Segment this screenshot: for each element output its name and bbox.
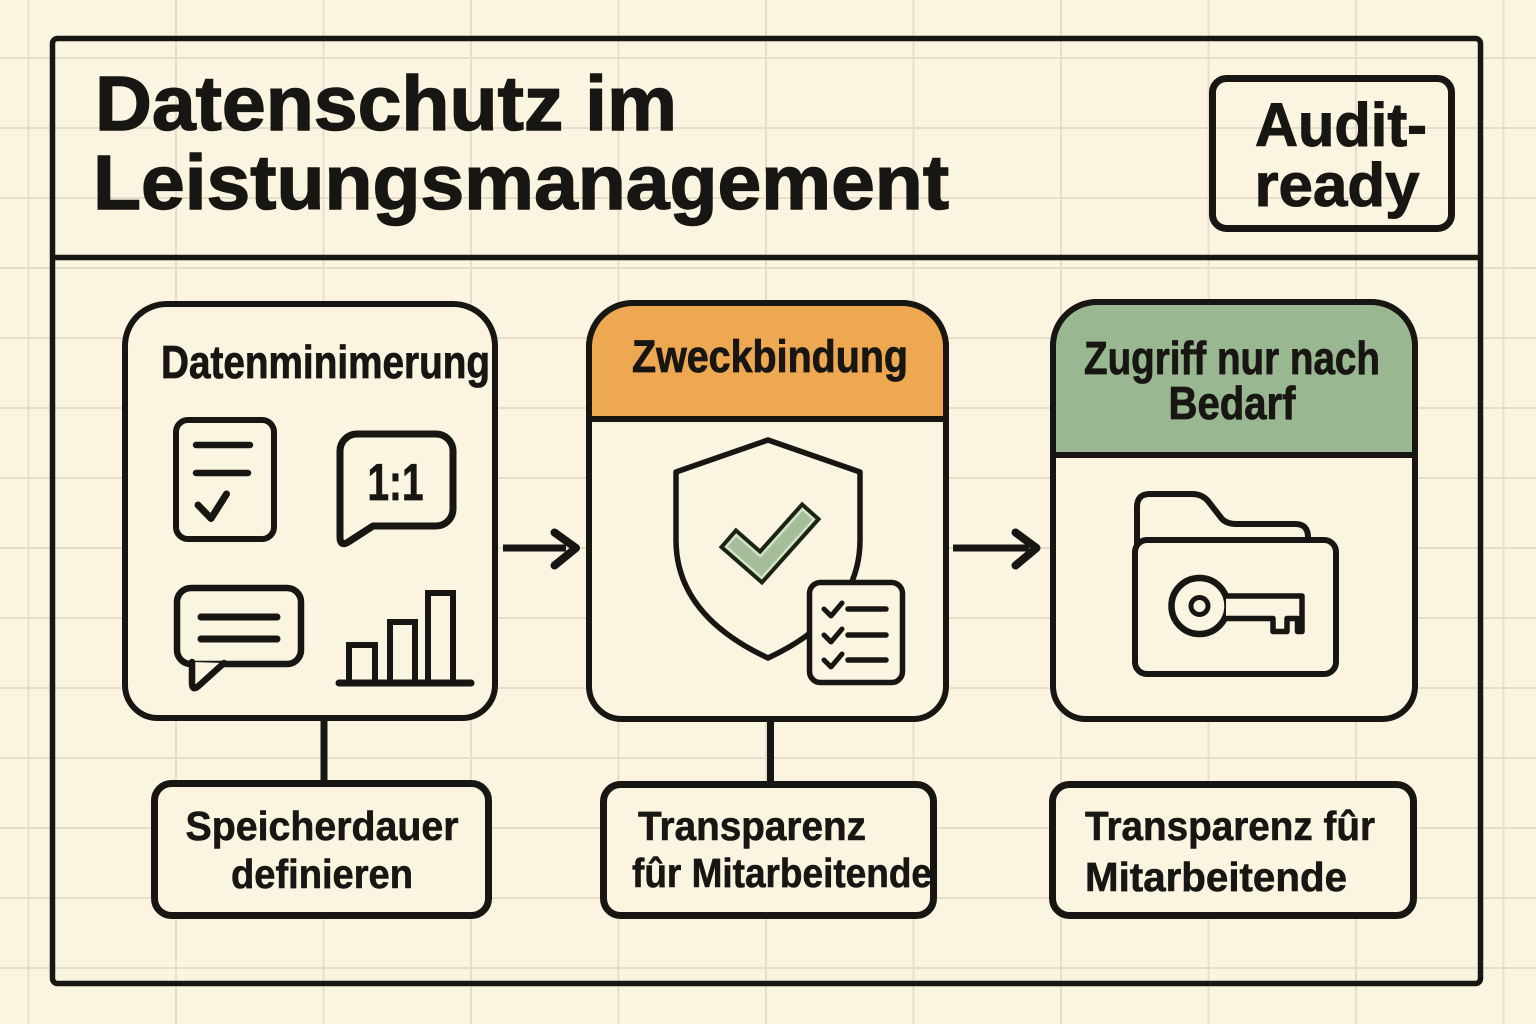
svg-text:1:1: 1:1 xyxy=(368,454,424,512)
svg-text:Datenschutz im: Datenschutz im xyxy=(95,61,677,147)
svg-text:definieren: definieren xyxy=(231,851,413,897)
svg-text:Datenminimerung: Datenminimerung xyxy=(161,336,490,388)
svg-text:Audit-: Audit- xyxy=(1255,91,1427,159)
svg-text:ready: ready xyxy=(1255,151,1420,219)
svg-text:Transparenz: Transparenz xyxy=(638,803,866,849)
svg-text:Bedarf: Bedarf xyxy=(1169,377,1297,429)
svg-text:Leistungsmanagement: Leistungsmanagement xyxy=(93,140,949,226)
svg-text:Zweckbindung: Zweckbindung xyxy=(632,331,908,382)
svg-text:fûr Mitarbeitende: fûr Mitarbeitende xyxy=(632,850,932,896)
svg-text:Zugriff nur nach: Zugriff nur nach xyxy=(1084,332,1380,384)
svg-text:Mitarbeitende: Mitarbeitende xyxy=(1085,854,1347,900)
svg-text:Speicherdauer: Speicherdauer xyxy=(186,803,459,849)
svg-text:Transparenz fûr: Transparenz fûr xyxy=(1085,803,1375,849)
